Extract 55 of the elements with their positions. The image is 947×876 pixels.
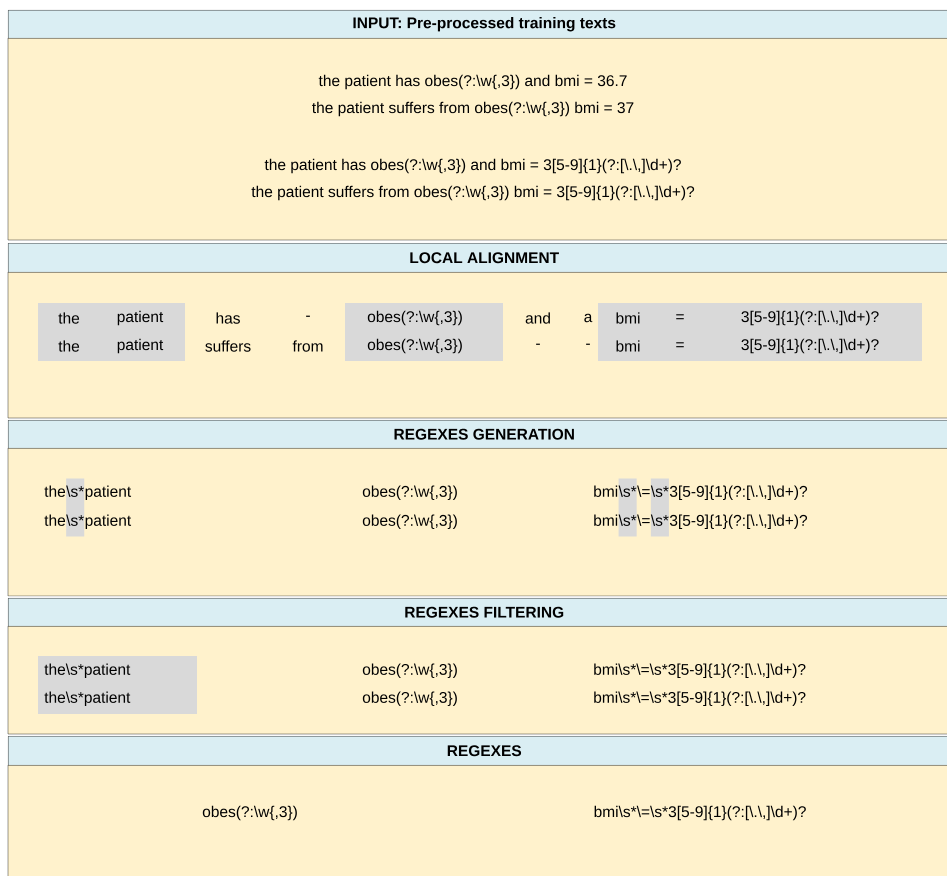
regex-text: the [44, 486, 66, 497]
token-text: bmi [616, 312, 640, 324]
token-text: 3[5-9]{1}(?:[\.\,]\d+)? [741, 310, 879, 326]
regex-text: obes(?:\w{,3}) [362, 664, 457, 678]
token-text: patient [118, 338, 164, 354]
regex-text: bmi [594, 486, 618, 497]
regex-text: the\s*patient [44, 664, 130, 678]
token-text: - [536, 344, 540, 345]
token-text: obes(?:\w{,3}) [368, 338, 462, 354]
regex-text: obes(?:\w{,3}) [362, 486, 457, 500]
token-text: patient [118, 310, 164, 326]
token-text: bmi [616, 340, 640, 352]
regex-text: obes(?:\w{,3}) [362, 514, 457, 529]
regex-text: bmi [594, 514, 618, 526]
node-label: REGEXES FILTERING [405, 606, 564, 618]
regex-text: bmi\s*\=\s*3[5-9]{1}(?:[\.\,]\d+)? [594, 692, 806, 706]
node-label: REGEXES [448, 745, 522, 756]
token-text: from [292, 340, 322, 352]
node-label: REGEXES GENERATION [394, 428, 574, 440]
token-text: the [58, 312, 80, 324]
token-text: the [58, 340, 80, 352]
token-text: a [584, 314, 592, 322]
text-line: the patient suffers from obes(?:\w{,3}) bmi = 3[5-9]{1}(?:[\.\,]\d+)? [252, 186, 694, 200]
highlighted-text: \s* [66, 478, 84, 508]
token-text: 3[5-9]{1}(?:[\.\,]\d+)? [741, 338, 879, 354]
text-line: the patient has obes(?:\w{,3}) and bmi = 3[5-9]{1}(?:[\.\,]\d+)? [264, 158, 681, 174]
token-text: = [676, 342, 684, 348]
regex-text: \= [637, 486, 650, 497]
regex-text: bmi\s*\=\s*3[5-9]{1}(?:[\.\,]\d+)? [594, 806, 806, 820]
regex-text: patient [86, 514, 132, 529]
node-label: INPUT: Pre-processed training texts [353, 16, 616, 32]
token-text: suffers [205, 340, 251, 352]
regex-text: the [44, 514, 66, 526]
text-line: the patient has obes(?:\w{,3}) and bmi = 36.7 [318, 74, 627, 90]
regex-text: patient [86, 486, 132, 500]
token-text: and [526, 312, 550, 324]
token-text: obes(?:\w{,3}) [368, 310, 462, 326]
node-label: LOCAL ALIGNMENT [410, 252, 559, 264]
regex-text: obes(?:\w{,3}) [202, 806, 297, 820]
token-text: - [306, 316, 310, 317]
highlighted-text: \s* [650, 478, 669, 508]
highlighted-text: \s* [618, 508, 637, 536]
text-line: the patient suffers from obes(?:\w{,3}) bmi = 37 [312, 102, 634, 116]
token-text: - [586, 344, 590, 345]
regex-text: bmi\s*\=\s*3[5-9]{1}(?:[\.\,]\d+)? [594, 664, 806, 678]
highlighted-text: \s* [66, 508, 84, 536]
token-text: has [216, 312, 240, 324]
regex-text: the\s*patient [44, 692, 130, 706]
highlighted-text: \s* [650, 508, 669, 536]
regex-text: obes(?:\w{,3}) [362, 692, 457, 706]
token-text: = [676, 314, 684, 320]
regex-text: 3[5-9]{1}(?:[\.\,]\d+)? [670, 486, 808, 500]
highlighted-text: \s* [618, 478, 637, 508]
regex-text: 3[5-9]{1}(?:[\.\,]\d+)? [670, 514, 808, 529]
regex-text: \= [637, 514, 650, 526]
